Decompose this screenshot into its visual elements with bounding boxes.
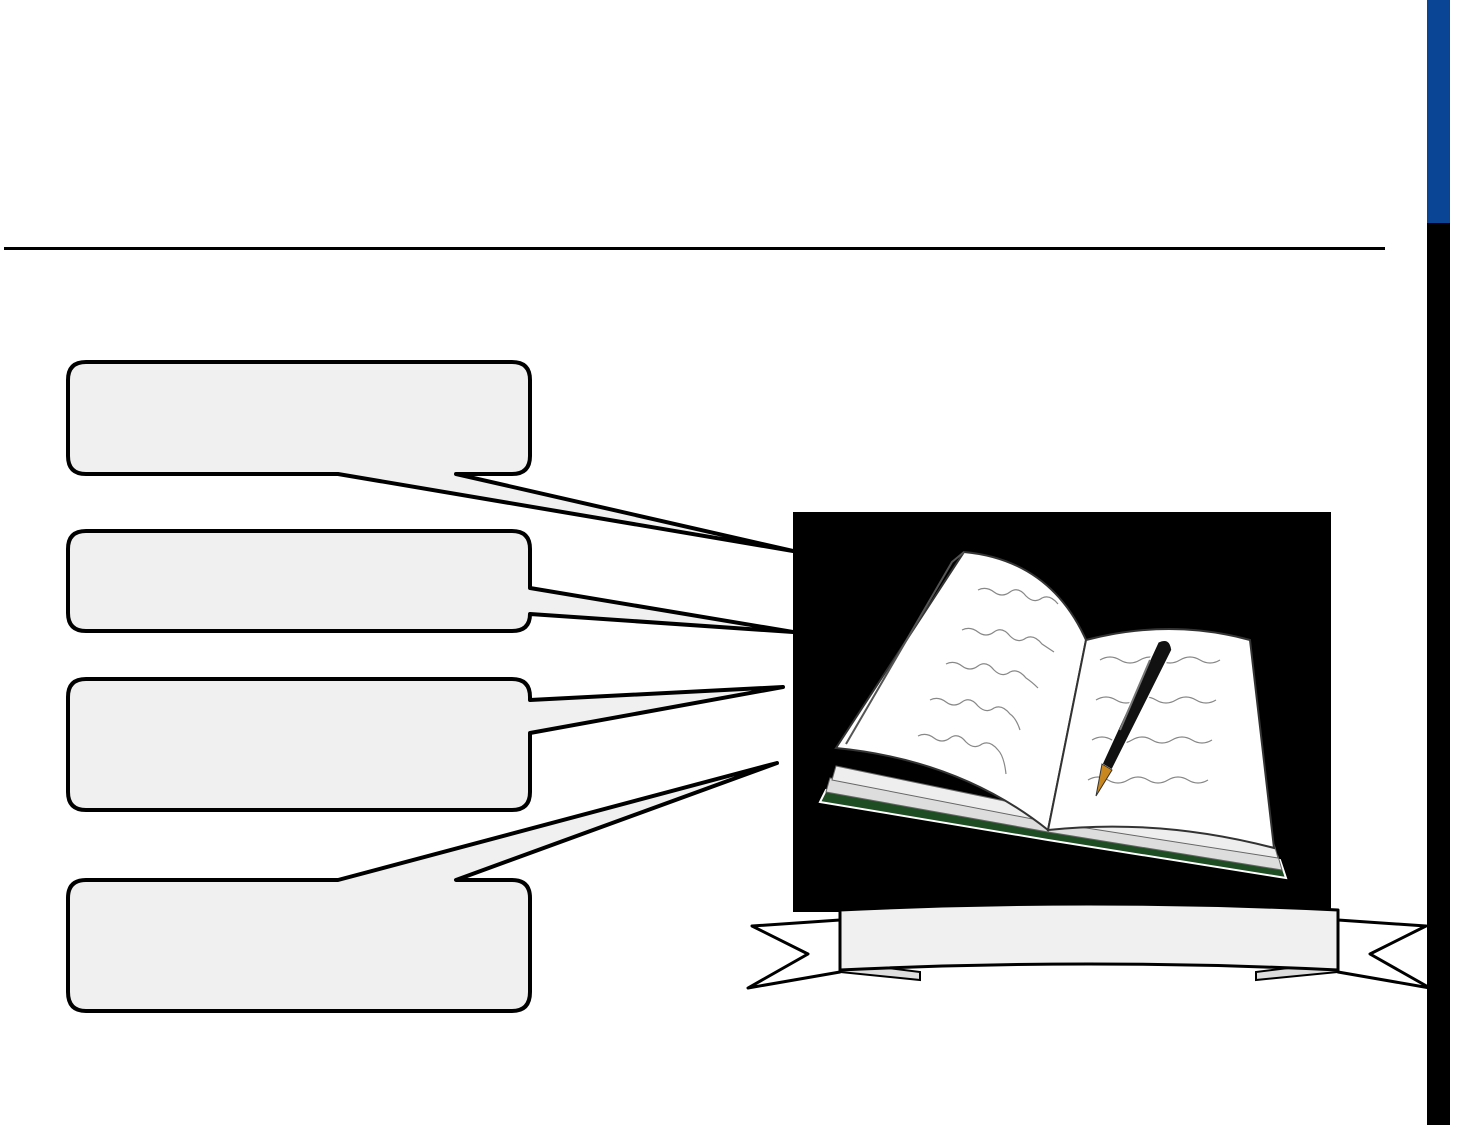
- callout-2-text[interactable]: [70, 533, 528, 629]
- side-accent-bar: [1427, 0, 1450, 223]
- callout-1[interactable]: [66, 360, 795, 553]
- open-book-with-pen-icon: [793, 512, 1331, 912]
- banner-text[interactable]: [842, 912, 1336, 964]
- callout-4[interactable]: [66, 761, 779, 1013]
- title-divider: [4, 247, 1385, 250]
- callout-2[interactable]: [66, 529, 795, 634]
- callout-3-text[interactable]: [70, 681, 528, 808]
- pen-icon: [1095, 639, 1173, 797]
- callout-4-text[interactable]: [70, 882, 528, 1009]
- side-bar: [1427, 223, 1450, 1125]
- ribbon-banner[interactable]: [746, 902, 1432, 990]
- callout-3[interactable]: [66, 677, 785, 812]
- callout-1-text[interactable]: [70, 364, 528, 472]
